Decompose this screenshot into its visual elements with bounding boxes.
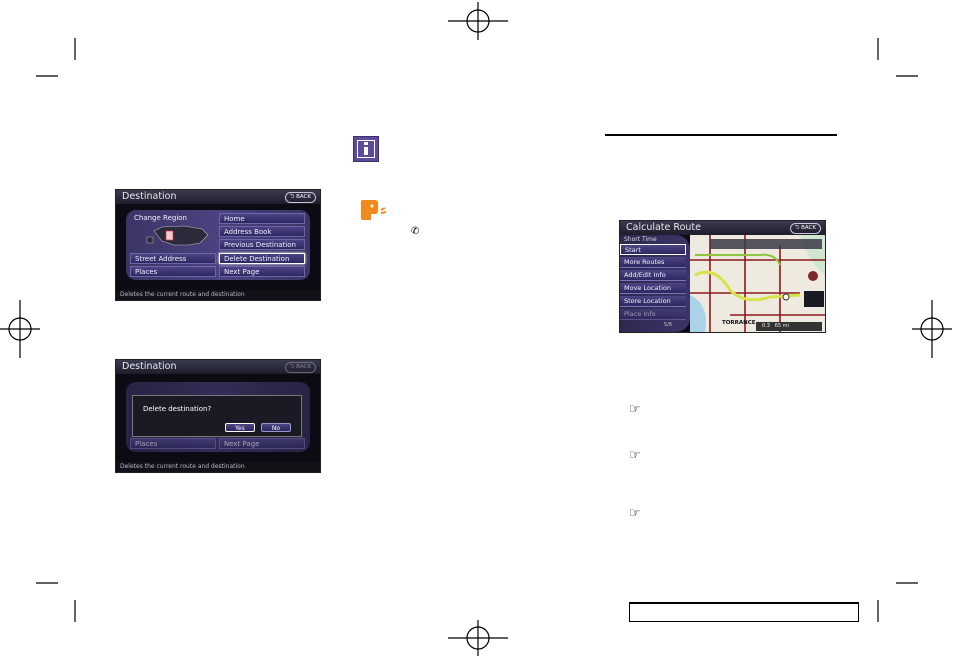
places-button[interactable]: Places [130,266,216,277]
section-rule [605,134,837,136]
street-address-button[interactable]: Street Address [130,253,216,264]
place-info-button[interactable]: Place Info [620,309,686,320]
footer-box [629,602,859,622]
more-routes-button[interactable]: More Routes [620,257,686,268]
status-bar: Deletes the current route and destinatio… [116,462,320,472]
pointing-hand-icon: ☞ [629,506,641,521]
calculate-route-screen: Calculate Route ⮌ BACK TORRANCE 0.3 65 m… [619,220,826,333]
back-button[interactable]: ⮌ BACK [284,192,316,203]
move-location-button[interactable]: Move Location [620,283,686,294]
delete-confirm-screen: Destination ⮌ BACK Places Next Page Dele… [115,359,321,473]
voice-command-symbol-icon: ✆ [411,226,420,237]
status-bar: Deletes the current route and destinatio… [116,290,320,300]
page-indicator: 5/6 [664,322,673,328]
delete-destination-button[interactable]: Delete Destination [219,253,305,264]
map-place-label: TORRANCE [722,320,756,326]
previous-destination-button[interactable]: Previous Destination [219,239,305,250]
screen-title: Calculate Route [620,221,825,235]
us-map-icon [146,225,209,246]
next-page-button[interactable]: Next Page [219,266,305,277]
dialog-message: Delete destination? [143,405,212,413]
change-region-button[interactable]: Change Region [134,214,187,222]
pointing-hand-icon: ☞ [629,448,641,463]
pointing-hand-icon: ☞ [629,402,641,417]
start-button[interactable]: Start [620,244,686,255]
route-option-label: Short Time [624,236,657,243]
yes-button[interactable]: Yes [225,423,255,432]
info-icon [353,136,379,162]
voice-command-icon [361,200,387,220]
destination-screen: Destination ⮌ BACK Change Region Home Ad… [115,189,321,301]
add-edit-info-button[interactable]: Add/Edit Info [620,270,686,281]
back-button[interactable]: ⮌ BACK [789,223,821,234]
back-button[interactable]: ⮌ BACK [284,362,316,373]
address-book-button[interactable]: Address Book [219,226,305,237]
screen-title: Destination [116,190,320,204]
route-menu: Short Time Start More Routes Add/Edit In… [620,235,690,332]
no-button[interactable]: No [261,423,291,432]
screen-title: Destination [116,360,320,374]
route-map [690,235,825,332]
confirm-dialog: Delete destination? Yes No [132,395,302,437]
next-page-button[interactable]: Next Page [219,438,305,449]
store-location-button[interactable]: Store Location [620,296,686,307]
places-button[interactable]: Places [130,438,216,449]
map-scale-bar: 0.3 65 mi [756,322,822,331]
home-button[interactable]: Home [219,213,305,224]
